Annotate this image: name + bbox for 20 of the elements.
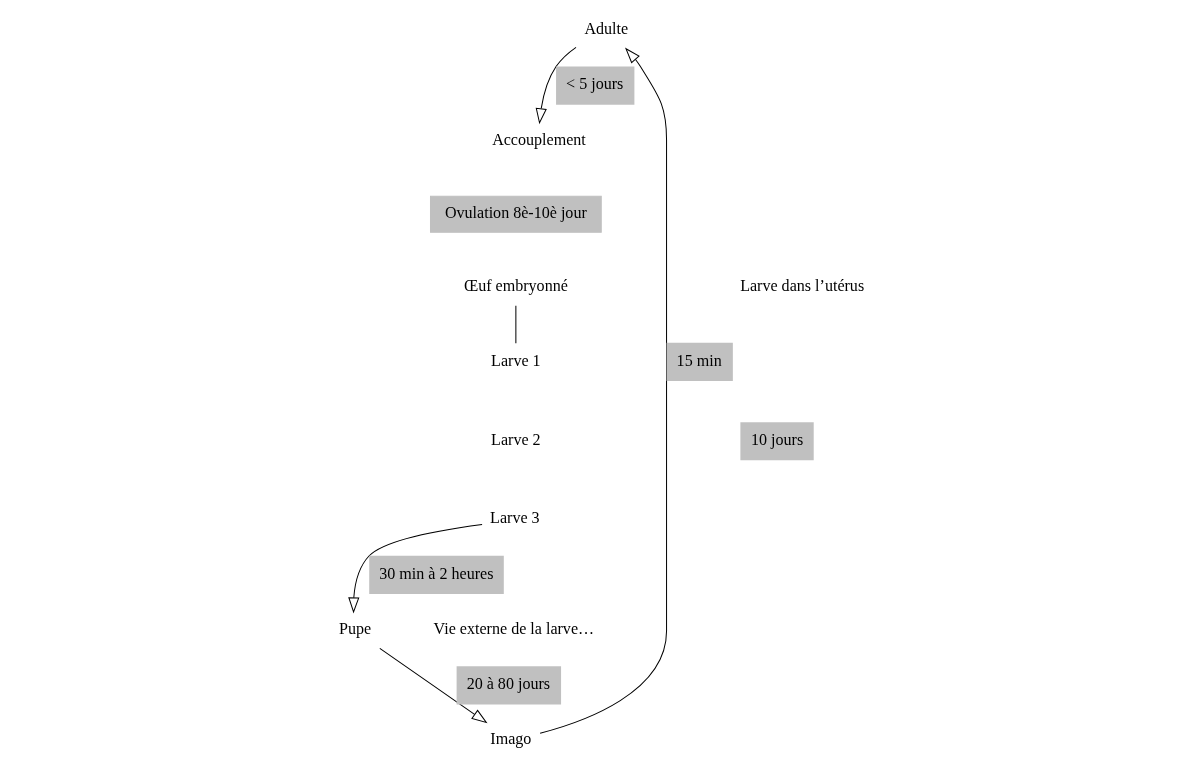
node-text: Pupe xyxy=(338,619,371,637)
arrow xyxy=(535,46,577,124)
node-text: Larve 3 xyxy=(489,509,540,527)
edge-label: 30 min à 2 heures xyxy=(378,564,493,582)
label: Larve dans l’utérus xyxy=(739,277,864,295)
edge-label: < 5 jours xyxy=(565,75,623,93)
label: Vie externe de la larve… xyxy=(433,619,594,637)
node-text: Imago xyxy=(489,730,531,748)
node-text: Accouplement xyxy=(491,130,586,148)
node-text: Larve 2 xyxy=(490,431,541,449)
arrow xyxy=(539,48,667,734)
arrow xyxy=(378,647,487,723)
edge-label: 20 à 80 jours xyxy=(466,675,550,693)
node-box: Ovulation 8è-10è jour xyxy=(429,195,602,233)
node-text: Adulte xyxy=(583,20,628,38)
node-text: Œuf embryonné xyxy=(463,277,568,295)
label: 10 jours xyxy=(750,431,803,449)
edge-label: 15 min xyxy=(676,351,722,369)
arrow xyxy=(347,523,483,613)
node-text: Larve 1 xyxy=(490,351,541,369)
